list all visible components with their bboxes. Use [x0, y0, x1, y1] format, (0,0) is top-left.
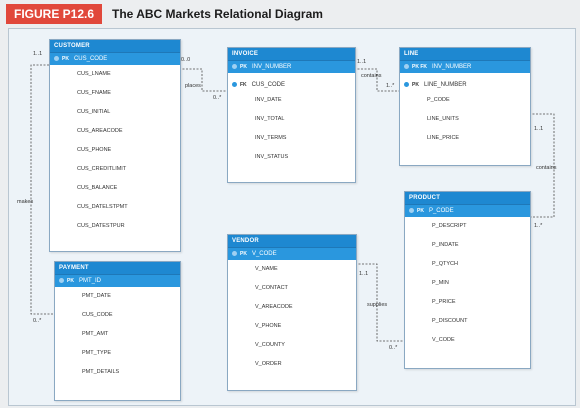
rel-label-makes: makes: [17, 199, 34, 205]
entity-title: LINE: [400, 48, 530, 60]
entity-title: CUSTOMER: [50, 40, 180, 52]
rel-supplies-line: [355, 263, 404, 342]
card-product-line: 1..*: [534, 223, 543, 229]
card-customer-places: 0..0: [181, 57, 191, 63]
key-icon: [232, 250, 237, 256]
card-product-vendor: 0..*: [389, 345, 398, 351]
attribute: CUS_LNAME: [77, 71, 111, 77]
attribute: CUS_DATESTPUR: [77, 223, 125, 229]
entity-title: INVOICE: [228, 48, 355, 60]
figure-header: FIGURE P12.6 The ABC Markets Relational …: [0, 0, 580, 26]
card-payment-customer: 0..*: [33, 318, 42, 324]
rel-contains-line: [354, 68, 399, 92]
card-customer-makes: 1..1: [33, 51, 43, 57]
attribute: P_DISCOUNT: [432, 318, 468, 324]
relationship-lines: [30, 64, 555, 342]
attribute: V_AREACODE: [255, 304, 293, 310]
attribute: CUS_CODE: [82, 312, 113, 318]
rel-places-line: [179, 68, 227, 92]
attribute: PMT_DATE: [82, 293, 111, 299]
card-line-product: 1..1: [534, 126, 544, 132]
attribute: INV_TERMS: [255, 135, 287, 141]
attribute: CUS_PHONE: [77, 147, 112, 153]
entity-title: PRODUCT: [405, 192, 530, 204]
attribute: LINE_PRICE: [427, 135, 460, 141]
entity-title: VENDOR: [228, 235, 356, 247]
figure-title: The ABC Markets Relational Diagram: [112, 7, 323, 21]
attribute: CUS_FNAME: [77, 90, 111, 96]
attribute: PMT_DETAILS: [82, 369, 120, 375]
rel-label-supplies: supplies: [367, 302, 388, 308]
attribute: V_PHONE: [255, 323, 282, 329]
attribute: PMT_AMT: [82, 331, 109, 337]
key-icon: [404, 81, 409, 87]
attribute: INV_TOTAL: [255, 116, 285, 122]
key-icon: [54, 55, 59, 61]
rel-label-places: places: [185, 83, 201, 89]
entity-title: PAYMENT: [55, 262, 180, 274]
card-line-many: 1..*: [386, 83, 395, 89]
attribute: P_QTYCH: [432, 261, 458, 267]
attribute: CUS_BALANCE: [77, 185, 118, 191]
figure-label: FIGURE P12.6: [6, 4, 103, 24]
attribute: V_NAME: [255, 266, 278, 272]
rel-label-contains-2: contains: [536, 165, 557, 171]
rel-label-contains: contains: [361, 73, 382, 79]
attribute: CUS_CREDITLIMIT: [77, 166, 127, 172]
attribute: P_CODE: [427, 97, 450, 103]
key-icon: [59, 277, 64, 283]
attribute: V_COUNTY: [255, 342, 285, 348]
card-invoice-line: 1..1: [357, 59, 367, 65]
attribute: INV_DATE: [255, 97, 282, 103]
attribute: V_CODE: [432, 337, 455, 343]
attribute: LINE_UNITS: [427, 116, 459, 122]
rel-makes-line: [30, 64, 54, 315]
attribute: P_INDATE: [432, 242, 459, 248]
key-icon: [232, 63, 237, 69]
card-vendor-product: 1..1: [359, 271, 369, 277]
rel-contains2-line: [529, 113, 555, 218]
key-icon: [409, 207, 414, 213]
attribute: CUS_AREACODE: [77, 128, 123, 134]
attribute: PMT_TYPE: [82, 350, 112, 356]
key-icon: [232, 81, 237, 87]
attribute: CUS_DATELSTPMT: [77, 204, 128, 210]
attribute: V_CONTACT: [255, 285, 288, 291]
card-invoice-many: 0..*: [213, 95, 222, 101]
attribute: P_PRICE: [432, 299, 456, 305]
attribute: CUS_INITIAL: [77, 109, 111, 115]
key-icon: [404, 63, 409, 69]
attribute: V_ORDER: [255, 361, 282, 367]
attribute: INV_STATUS: [255, 154, 289, 160]
attribute: P_DESCRIPT: [432, 223, 467, 229]
attribute: P_MIN: [432, 280, 449, 286]
